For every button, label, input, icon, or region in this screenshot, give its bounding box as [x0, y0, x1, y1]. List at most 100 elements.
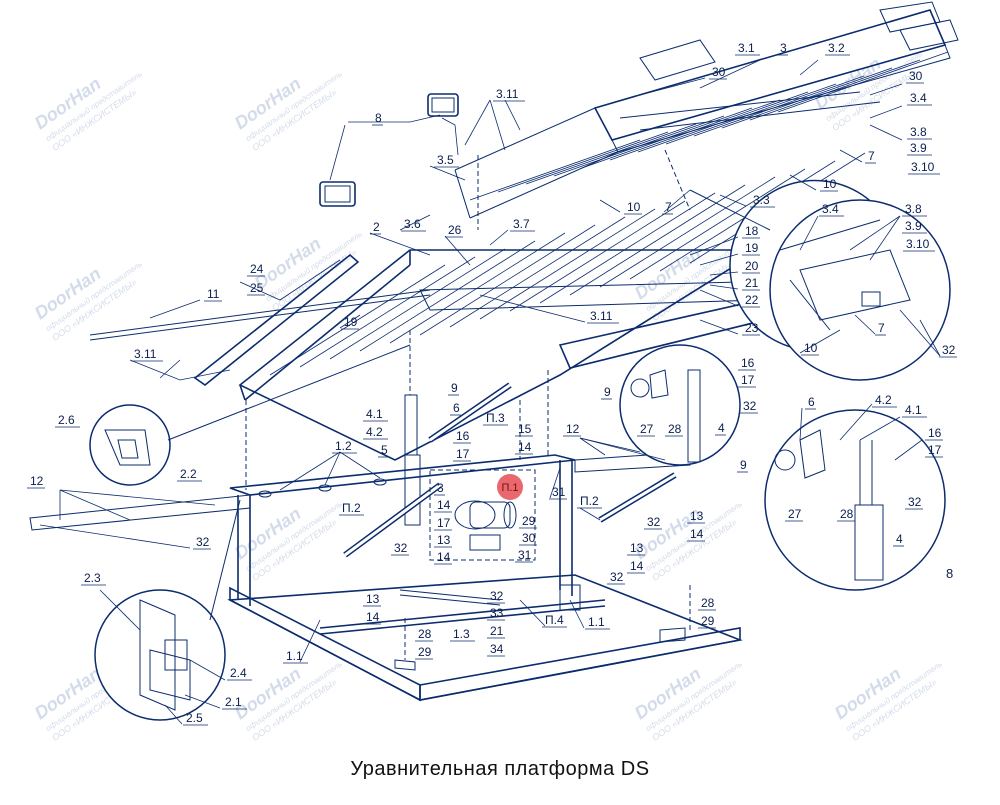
part-label: 28 — [418, 627, 432, 641]
part-label: 3.2 — [828, 41, 845, 55]
part-label: 8 — [375, 111, 382, 125]
detail-circle-support — [764, 409, 946, 591]
rib-line — [581, 107, 753, 169]
part-label: 15 — [518, 422, 532, 436]
part-label: 4.2 — [875, 393, 892, 407]
rib-line — [665, 83, 837, 145]
rib-line — [599, 176, 776, 288]
part-label: 14 — [437, 498, 451, 512]
part-label: 3.10 — [906, 237, 930, 251]
part-label: 7 — [868, 149, 875, 163]
part-label: 17 — [928, 443, 942, 457]
rib-line — [469, 139, 641, 201]
part-label: 29 — [418, 645, 432, 659]
part-label: 29 — [522, 514, 536, 528]
part-label: 3.4 — [910, 91, 927, 105]
part-label: 3.11 — [134, 347, 157, 361]
part-label: 1.2 — [335, 439, 352, 453]
part-label: 22 — [745, 293, 759, 307]
part-label: 3.8 — [905, 202, 922, 216]
part-label: 20 — [745, 259, 759, 273]
part-label: 10 — [627, 200, 641, 214]
part-label: 2.4 — [230, 666, 247, 680]
part-label: 23 — [745, 321, 759, 335]
part-label: 28 — [668, 422, 682, 436]
part-label: 17 — [437, 516, 451, 530]
part-label: 4.2 — [366, 425, 383, 439]
part-label: 30 — [909, 69, 923, 83]
warning-signs — [319, 93, 459, 207]
part-label: 32 — [743, 399, 757, 413]
part-label: 33 — [490, 606, 504, 620]
part-label: 1.3 — [453, 627, 470, 641]
part-label: 1.1 — [286, 649, 303, 663]
part-label: 4.1 — [905, 403, 922, 417]
part-label: 12 — [566, 422, 580, 436]
part-label: 12 — [30, 474, 44, 488]
part-label: 14 — [690, 527, 704, 541]
part-label: 32 — [942, 343, 956, 357]
part-label: 7 — [665, 200, 672, 214]
power-unit-marker — [497, 474, 523, 500]
part-label: 11 — [207, 287, 220, 301]
rib-line — [419, 224, 596, 336]
part-label: 9 — [740, 458, 747, 472]
rib-line — [359, 240, 536, 352]
part-label: 32 — [196, 535, 210, 549]
part-label: П.2 — [342, 501, 361, 515]
rib-line — [329, 248, 506, 360]
part-label: 2.3 — [84, 571, 101, 585]
part-label: 21 — [490, 624, 504, 638]
detail-circle-hinge-ring — [769, 199, 951, 381]
rib-line — [299, 256, 476, 368]
part-label: 3.11 — [590, 309, 613, 323]
part-label: 31 — [552, 485, 566, 499]
part-label: 3.4 — [822, 202, 839, 216]
part-label: 3.7 — [513, 217, 530, 231]
detail-views — [89, 179, 951, 721]
part-label: 6 — [453, 401, 460, 415]
part-label: 14 — [366, 610, 380, 624]
part-label: 3.9 — [905, 219, 922, 233]
part-label: 24 — [250, 262, 264, 276]
part-label: 3.3 — [753, 193, 770, 207]
part-label: 17 — [741, 373, 755, 387]
part-label: 30 — [712, 65, 726, 79]
part-label: 9 — [604, 385, 611, 399]
part-label: 9 — [451, 381, 458, 395]
part-label: 19 — [745, 241, 759, 255]
part-label: 3.10 — [911, 160, 935, 174]
part-label: 18 — [745, 224, 759, 238]
part-label: 13 — [366, 592, 380, 606]
part-label: 34 — [490, 642, 504, 656]
part-label: 28 — [840, 507, 854, 521]
part-label: 3.1 — [738, 41, 755, 55]
part-label: 32 — [647, 515, 661, 529]
part-label: 2.2 — [180, 467, 197, 481]
part-label: 27 — [788, 507, 802, 521]
part-label: 26 — [448, 223, 462, 237]
part-label: 27 — [640, 422, 654, 436]
part-label: 13 — [437, 533, 451, 547]
part-label: 25 — [250, 281, 264, 295]
power-unit-highlight-box — [429, 469, 536, 561]
part-label: 2 — [373, 220, 380, 234]
part-label: 14 — [518, 440, 532, 454]
part-label: 4 — [718, 421, 725, 435]
rib-line — [389, 232, 566, 344]
part-label: 3 — [437, 481, 444, 495]
rib-line — [553, 115, 725, 177]
rib-line — [479, 208, 656, 320]
rib-line — [609, 99, 781, 161]
part-label: 16 — [456, 429, 470, 443]
part-label: 2.5 — [186, 711, 203, 725]
part-label: 2.1 — [225, 695, 242, 709]
base-frame — [29, 451, 743, 702]
part-label: П.3 — [486, 411, 505, 425]
